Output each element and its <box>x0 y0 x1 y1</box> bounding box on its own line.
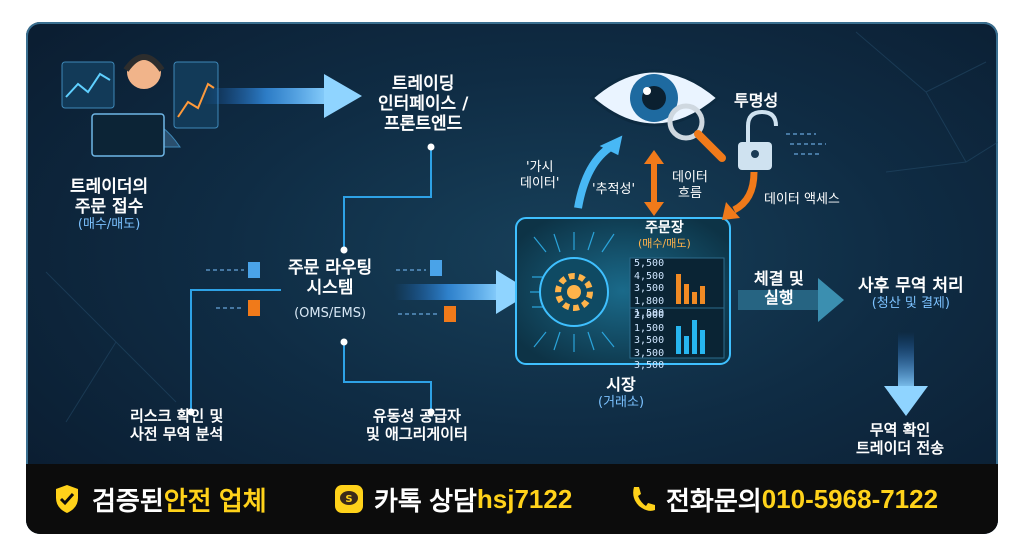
market-label: 시장 (거래소) <box>598 375 645 410</box>
frontend-label: 트레이딩 인터페이스 / 프론트엔드 <box>378 74 469 135</box>
orderbook-asks: 5,500 4,500 3,500 1,800 1,500 <box>634 258 665 319</box>
visibility-label: '가시 데이터' <box>520 160 560 192</box>
orderbook-bids: 2,000 1,500 3,500 3,500 3,500 <box>634 310 665 371</box>
arrow-execution <box>738 278 844 322</box>
kakao-item[interactable]: S 카톡 상담 hsj7122 <box>334 483 573 516</box>
confirm-label: 무역 확인 트레이더 전송 <box>856 421 945 457</box>
kakao-id: hsj7122 <box>476 483 573 514</box>
shield-check-icon <box>56 485 78 513</box>
trader-label: 트레이더의 주문 접수 (매수/매도) <box>70 177 149 233</box>
kakao-text-a: 카톡 상담 <box>374 485 477 516</box>
arrow-visibility <box>574 142 615 209</box>
traceability-label: '추적성' <box>592 182 636 197</box>
post-trade-label: 사후 무역 처리 (청산 및 결제) <box>858 276 964 312</box>
trader-icon <box>61 54 219 157</box>
arrow-data-access <box>732 171 758 214</box>
liquidity-label: 유동성 공급자 및 애그리게이터 <box>366 407 468 443</box>
connector-lines <box>190 147 432 412</box>
diagram-panel: 트레이더의 주문 접수 (매수/매도) 트레이딩 인터페이스 / 프론트엔드 주… <box>26 22 998 534</box>
arrow-post-trade-down <box>884 332 928 416</box>
phone-icon <box>633 487 655 511</box>
routing-label: 주문 라우팅 시스템 (OMS/EMS) <box>288 258 373 322</box>
risk-label: 리스크 확인 및 사전 무역 분석 <box>130 407 224 443</box>
orderbook-title: 주문장 (매수/매도) <box>638 220 691 250</box>
orderbook-bid-bars <box>676 320 705 354</box>
orderbook-ask-bars <box>676 274 705 304</box>
unlock-icon <box>738 109 826 170</box>
arrow-dataflow <box>644 150 664 216</box>
transparency-label: 투명성 <box>734 91 779 110</box>
verified-text-b: 안전 업체 <box>163 485 267 516</box>
phone-item[interactable]: 전화문의 010-5968-7122 <box>628 483 939 516</box>
verified-item: 검증된 안전 업체 <box>54 484 267 516</box>
network-lines <box>45 31 998 423</box>
market-chip <box>515 217 731 365</box>
phone-text-a: 전화문의 <box>666 485 762 516</box>
execution-label: 체결 및 실행 <box>754 269 804 307</box>
diagram-graphics <box>45 31 998 423</box>
kakao-icon: S <box>335 485 363 513</box>
arrow-trader-frontend <box>201 74 362 118</box>
contact-banner: 검증된 안전 업체 S 카톡 상담 hsj7122 전화문의 010-5968-… <box>26 464 998 534</box>
data-access-label: 데이터 액세스 <box>764 192 840 207</box>
dataflow-label: 데이터 흐름 <box>672 170 708 202</box>
verified-text-a: 검증된 <box>92 485 164 516</box>
eye-icon <box>589 69 726 162</box>
arrow-routing-market <box>394 270 532 314</box>
svg-text:S: S <box>345 494 352 505</box>
document-icons <box>206 260 456 322</box>
phone-number: 010-5968-7122 <box>761 483 939 514</box>
